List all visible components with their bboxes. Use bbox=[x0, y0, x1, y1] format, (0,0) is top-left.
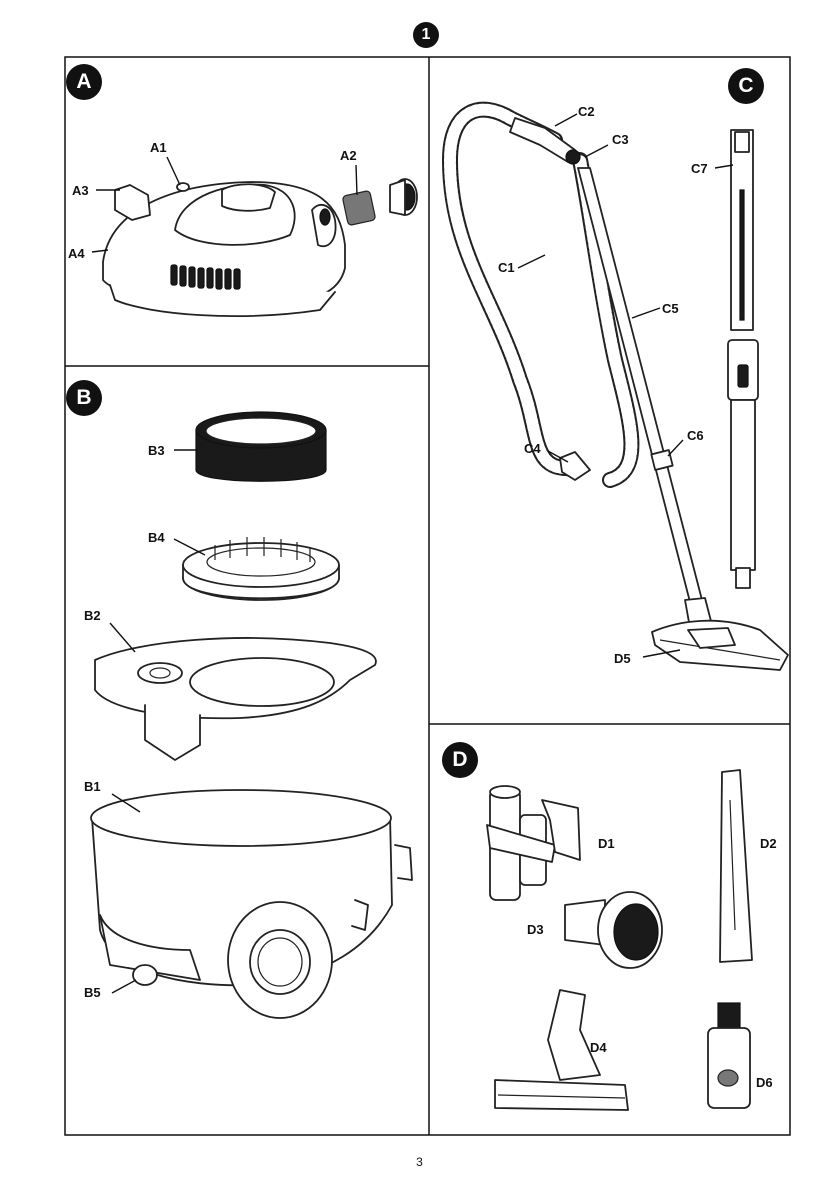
exhaust-filter-part bbox=[342, 178, 418, 226]
round-brush-part bbox=[564, 891, 663, 969]
label-b2: B2 bbox=[84, 608, 101, 623]
label-a1: A1 bbox=[150, 140, 167, 155]
crevice-tool-part bbox=[719, 769, 753, 963]
label-b4: B4 bbox=[148, 530, 165, 545]
body-vent-slots bbox=[170, 264, 241, 290]
telescopic-tube-part bbox=[727, 129, 759, 589]
label-b1: B1 bbox=[84, 779, 101, 794]
page-number: 3 bbox=[416, 1155, 423, 1169]
label-b5: B5 bbox=[84, 985, 101, 1000]
panel-b-badge: B bbox=[66, 380, 102, 416]
label-c4: C4 bbox=[524, 441, 541, 456]
accessories-illustration bbox=[486, 769, 753, 1111]
panel-d-badge: D bbox=[442, 742, 478, 778]
leader-lines bbox=[91, 113, 734, 994]
foam-ring-part bbox=[195, 411, 327, 482]
upholstery-nozzle-part bbox=[494, 989, 629, 1111]
label-c2: C2 bbox=[578, 104, 595, 119]
combination-nozzle-part bbox=[486, 785, 581, 901]
container-illustration bbox=[90, 411, 413, 1019]
label-c1: C1 bbox=[498, 260, 515, 275]
label-c3: C3 bbox=[612, 132, 629, 147]
panel-a-badge: A bbox=[66, 64, 102, 100]
label-c5: C5 bbox=[662, 301, 679, 316]
label-d1: D1 bbox=[598, 836, 615, 851]
main-unit-illustration bbox=[102, 178, 418, 317]
label-c6: C6 bbox=[687, 428, 704, 443]
filter-cage-part bbox=[182, 537, 340, 601]
label-d4: D4 bbox=[590, 1040, 607, 1055]
label-d2: D2 bbox=[760, 836, 777, 851]
lid-plate-part bbox=[94, 637, 377, 761]
label-d6: D6 bbox=[756, 1075, 773, 1090]
dust-container-part bbox=[90, 789, 413, 1019]
panel-frame bbox=[64, 56, 791, 1136]
adapter-part bbox=[707, 1002, 751, 1109]
label-b3: B3 bbox=[148, 443, 165, 458]
label-a2: A2 bbox=[340, 148, 357, 163]
label-c7: C7 bbox=[691, 161, 708, 176]
part-labels: A1 A2 A3 A4 B1 B2 B3 B4 B5 C1 C2 C3 C4 C… bbox=[68, 104, 777, 1090]
label-d3: D3 bbox=[527, 922, 544, 937]
label-a3: A3 bbox=[72, 183, 89, 198]
panel-c-badge: C bbox=[728, 68, 764, 104]
figure-number-badge: 1 bbox=[413, 22, 439, 48]
hose-assembly-illustration bbox=[441, 101, 789, 671]
floor-nozzle-part bbox=[651, 597, 789, 671]
label-a4: A4 bbox=[68, 246, 85, 261]
label-d5: D5 bbox=[614, 651, 631, 666]
